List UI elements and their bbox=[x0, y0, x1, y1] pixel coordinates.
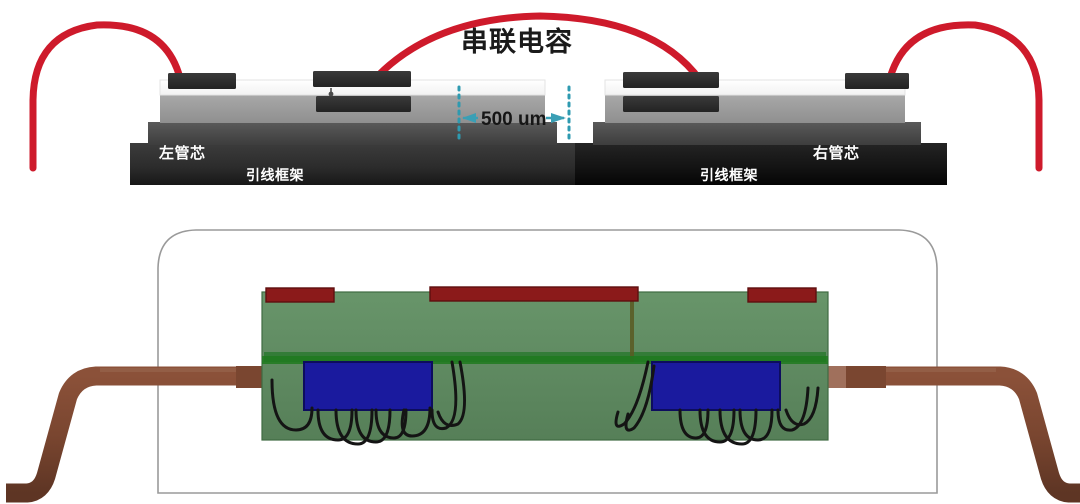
bond-wire-3d-r5 bbox=[718, 408, 758, 446]
mold-compound-outline bbox=[157, 229, 938, 494]
dimension-label-500um: 500 um bbox=[481, 109, 547, 130]
left-die-label: 左管芯 bbox=[159, 145, 206, 162]
bond-wire-3d-l6 bbox=[400, 406, 432, 438]
right-lead-frame bbox=[575, 143, 947, 185]
bond-wire-3d-l1 bbox=[270, 378, 314, 432]
left-lead-frame-label: 引线框架 bbox=[246, 167, 304, 183]
left-pad-inner-upper bbox=[313, 71, 411, 87]
top-pad-right bbox=[747, 287, 817, 303]
right-lead-frame-label: 引线框架 bbox=[700, 167, 758, 183]
bond-wire-3d-r7 bbox=[776, 386, 810, 432]
bond-wire-group-3d bbox=[270, 360, 820, 446]
right-pad-inner-lower bbox=[623, 96, 719, 112]
lead-right-gullwing bbox=[860, 366, 1080, 503]
bond-wire-left-outer bbox=[29, 21, 184, 172]
bond-wire-3d-r6 bbox=[738, 408, 774, 442]
bond-wire-3d-l8 bbox=[436, 360, 467, 427]
right-die-label: 右管芯 bbox=[813, 145, 860, 162]
dim-arrowhead-right bbox=[551, 113, 566, 123]
left-pad-outer bbox=[168, 73, 236, 89]
die-left-3d bbox=[303, 361, 433, 411]
right-die-stack bbox=[575, 72, 947, 185]
right-pad-outer bbox=[845, 73, 909, 89]
right-pad-inner-upper bbox=[623, 72, 719, 88]
left-die-stack bbox=[130, 71, 575, 185]
substrate-bottom-edge bbox=[262, 356, 828, 364]
left-lead-frame bbox=[130, 143, 575, 185]
bond-wire-3d-l7 bbox=[430, 360, 458, 431]
top-pad-group bbox=[265, 286, 817, 303]
package-3d-render bbox=[6, 229, 1080, 503]
bond-wire-3d-l5 bbox=[374, 408, 408, 440]
bond-wire-3d-r4 bbox=[698, 408, 736, 444]
bond-wire-3d-l4 bbox=[354, 408, 392, 444]
lead-left-gullwing bbox=[6, 366, 236, 503]
die-group-3d bbox=[303, 361, 781, 411]
bond-wire-3d-l3 bbox=[334, 408, 374, 446]
inner-lead-right bbox=[846, 366, 886, 388]
bond-wire-3d-r8 bbox=[784, 386, 820, 427]
bond-wire-3d-r3 bbox=[678, 408, 710, 440]
left-capacitor-node bbox=[328, 91, 334, 97]
dim-arrowhead-left bbox=[462, 113, 476, 123]
lead-frame-group bbox=[6, 366, 1080, 503]
series-capacitor-title: 串联电容 bbox=[461, 27, 573, 57]
top-pad-center bbox=[429, 286, 639, 302]
left-die-attach bbox=[148, 122, 557, 145]
die-right-3d bbox=[651, 361, 781, 411]
bond-wire-right-outer bbox=[886, 21, 1043, 172]
left-pad-inner-lower bbox=[316, 96, 411, 112]
bond-wire-3d-r2 bbox=[624, 364, 656, 432]
dimension-callout-500um bbox=[457, 85, 571, 142]
bond-wire-group-top bbox=[29, 12, 1043, 172]
bond-wire-center bbox=[368, 12, 704, 86]
bond-wire-3d-r1 bbox=[614, 360, 650, 428]
bond-wire-3d-l2 bbox=[316, 408, 354, 442]
top-pad-left bbox=[265, 287, 335, 303]
right-die-attach-block bbox=[593, 122, 921, 145]
